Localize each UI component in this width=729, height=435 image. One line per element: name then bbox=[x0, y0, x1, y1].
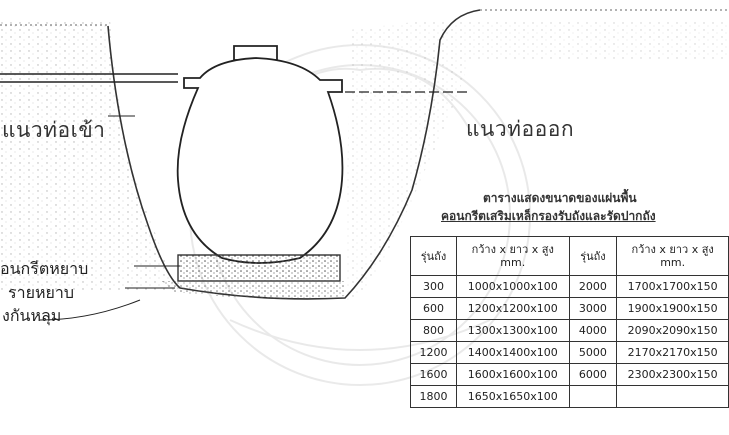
cell-size-2: 1900x1900x150 bbox=[616, 297, 729, 320]
cell-size-2: 2300x2300x150 bbox=[616, 363, 729, 386]
concrete-slab bbox=[177, 254, 341, 282]
cell-size: 1600x1600x100 bbox=[455, 363, 570, 386]
cell-size: 1400x1400x100 bbox=[455, 341, 570, 364]
table-row: 600 1200x1200x100 3000 1900x1900x150 bbox=[410, 297, 729, 320]
leader-lines bbox=[39, 115, 180, 321]
cell-model-2 bbox=[568, 385, 618, 408]
cell-size-2 bbox=[616, 385, 729, 408]
cell-size: 1200x1200x100 bbox=[455, 297, 570, 320]
cell-size: 1000x1000x100 bbox=[455, 275, 570, 298]
table-title-line1: ตารางแสดงขนาดของแผ่นพื้น bbox=[483, 191, 637, 205]
soil-left bbox=[0, 20, 175, 290]
table-row: 1200 1400x1400x100 5000 2170x2170x150 bbox=[410, 341, 729, 364]
cell-model: 600 bbox=[410, 297, 457, 320]
soil-right bbox=[345, 20, 729, 300]
cell-model-2: 3000 bbox=[568, 297, 618, 320]
header-size-unit-2: mm. bbox=[660, 256, 686, 269]
cell-model: 1800 bbox=[410, 385, 457, 408]
table-row: 1600 1600x1600x100 6000 2300x2300x150 bbox=[410, 363, 729, 386]
cell-model: 1600 bbox=[410, 363, 457, 386]
header-size-unit: mm. bbox=[500, 256, 526, 269]
table-title-line2: คอนกรีตเสริมเหล็กรองรับถังและรัดปากถัง bbox=[441, 209, 656, 223]
table-row: 800 1300x1300x100 4000 2090x2090x150 bbox=[410, 319, 729, 342]
table-row: 1800 1650x1650x100 bbox=[410, 385, 729, 408]
header-size-text: กว้าง x ยาว x สูง bbox=[471, 243, 554, 256]
concrete-label: อนกรีตหยาบ bbox=[0, 259, 89, 278]
cell-size: 1650x1650x100 bbox=[455, 385, 570, 408]
cell-model: 800 bbox=[410, 319, 457, 342]
cell-model-2: 2000 bbox=[568, 275, 618, 298]
cell-size-2: 1700x1700x150 bbox=[616, 275, 729, 298]
inlet-label: แนวท่อเข้า bbox=[2, 118, 106, 142]
inlet-pipe bbox=[0, 73, 178, 83]
header-size-text-2: กว้าง x ยาว x สูง bbox=[631, 243, 714, 256]
pit-label: งกันหลุม bbox=[2, 306, 62, 325]
table-row: 300 1000x1000x100 2000 1700x1700x150 bbox=[410, 275, 729, 298]
header-model-2: รุ่นถัง bbox=[568, 236, 618, 276]
septic-tank bbox=[176, 45, 344, 264]
cell-size-2: 2170x2170x150 bbox=[616, 341, 729, 364]
header-model: รุ่นถัง bbox=[410, 236, 457, 276]
outlet-label: แนวท่อออก bbox=[466, 117, 575, 141]
cell-model-2: 6000 bbox=[568, 363, 618, 386]
cell-model-2: 4000 bbox=[568, 319, 618, 342]
cell-size: 1300x1300x100 bbox=[455, 319, 570, 342]
cell-model: 300 bbox=[410, 275, 457, 298]
cell-model: 1200 bbox=[410, 341, 457, 364]
cell-model-2: 5000 bbox=[568, 341, 618, 364]
pit-outline bbox=[107, 9, 481, 300]
cell-size-2: 2090x2090x150 bbox=[616, 319, 729, 342]
sand-layer bbox=[160, 281, 345, 299]
sand-label: รายหยาบ bbox=[8, 283, 75, 302]
